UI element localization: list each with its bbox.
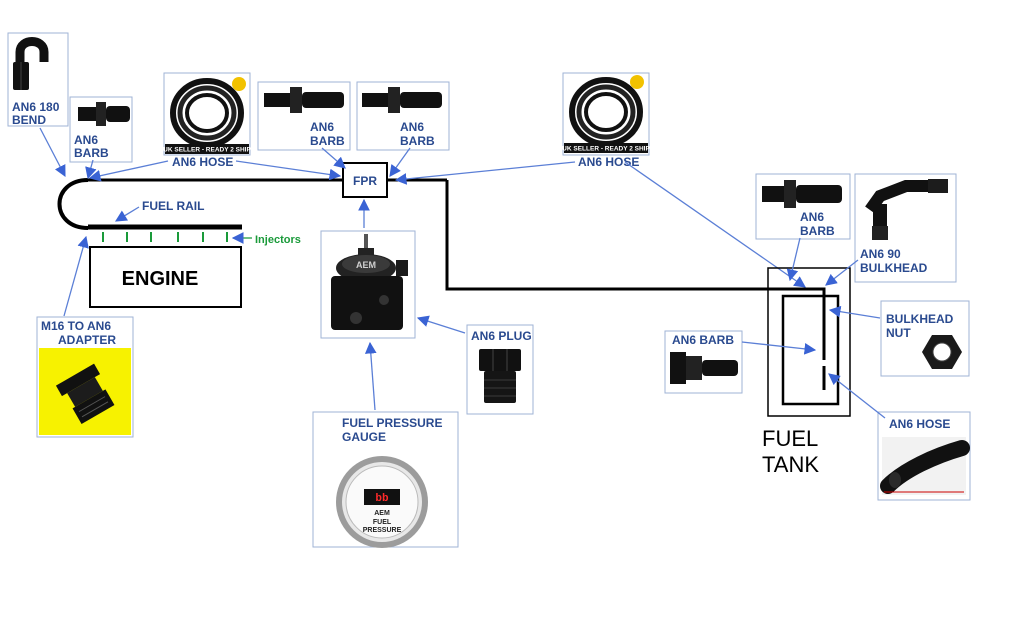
an6-barb-left-card: AN6 BARB bbox=[69, 96, 133, 180]
fuel-pressure-gauge-card: FUEL PRESSURE GAUGE bb AEM FUEL PRESSURE bbox=[312, 341, 459, 548]
svg-text:AN6 BARB: AN6 BARB bbox=[672, 333, 734, 347]
barb-fitting-icon bbox=[264, 87, 344, 113]
fuel-tank-group: FUEL TANK bbox=[762, 267, 851, 477]
fuel-lines: FPR bbox=[57, 162, 826, 360]
engine-box bbox=[89, 246, 242, 308]
tank-inner bbox=[781, 294, 840, 406]
hose-coil-icon: UK SELLER - READY 2 SHIP bbox=[562, 75, 650, 153]
svg-text:AN6 180: AN6 180 bbox=[12, 100, 60, 114]
an6-barb-tank-side-card: AN6 BARB bbox=[664, 330, 817, 394]
svg-text:AN6 HOSE: AN6 HOSE bbox=[578, 155, 639, 169]
barb-fitting-icon bbox=[670, 352, 738, 384]
svg-text:FUEL: FUEL bbox=[373, 519, 392, 526]
injectors-label: Injectors bbox=[255, 234, 301, 246]
fpr-photo-card: AEM bbox=[320, 198, 416, 339]
svg-text:BARB: BARB bbox=[800, 224, 835, 238]
svg-text:bb: bb bbox=[375, 493, 389, 505]
hex-nut-icon bbox=[922, 335, 962, 369]
an6-barb-tank-top-card: AN6 BARB bbox=[755, 173, 851, 282]
svg-text:AN6 PLUG: AN6 PLUG bbox=[471, 329, 532, 343]
svg-text:PRESSURE: PRESSURE bbox=[363, 527, 402, 534]
hose-section-icon bbox=[880, 437, 970, 495]
return-line-to-tank bbox=[445, 180, 826, 360]
engine-label: ENGINE bbox=[122, 268, 199, 290]
svg-text:BULKHEAD: BULKHEAD bbox=[860, 261, 928, 275]
svg-text:BULKHEAD: BULKHEAD bbox=[886, 312, 954, 326]
svg-text:ADAPTER: ADAPTER bbox=[58, 333, 116, 347]
svg-text:NUT: NUT bbox=[886, 326, 911, 340]
injector-marks bbox=[102, 232, 228, 242]
pressure-regulator-icon: AEM bbox=[331, 234, 408, 330]
hose-end-180-icon bbox=[13, 37, 49, 90]
plug-fitting-icon bbox=[479, 349, 521, 403]
svg-text:AN6: AN6 bbox=[800, 210, 824, 224]
tank-outer bbox=[767, 267, 851, 417]
svg-text:BARB: BARB bbox=[310, 134, 345, 148]
an6-plug-card: AN6 PLUG bbox=[416, 315, 534, 415]
svg-text:AN6 HOSE: AN6 HOSE bbox=[172, 155, 233, 169]
svg-text:AN6: AN6 bbox=[74, 133, 98, 147]
an6-hose-right-card: UK SELLER - READY 2 SHIP AN6 HOSE bbox=[394, 72, 806, 288]
svg-text:AN6 HOSE: AN6 HOSE bbox=[889, 417, 950, 431]
svg-text:UK SELLER - READY 2 SHIP: UK SELLER - READY 2 SHIP bbox=[163, 147, 251, 154]
svg-text:AN6 90: AN6 90 bbox=[860, 247, 901, 261]
hose-coil-icon: UK SELLER - READY 2 SHIP bbox=[163, 77, 251, 154]
fpr-box bbox=[342, 162, 388, 198]
an6-barb-mid2-card: AN6 BARB bbox=[356, 81, 450, 177]
fuel-tank-label-line1: FUEL bbox=[762, 426, 818, 451]
svg-text:UK SELLER - READY 2 SHIP: UK SELLER - READY 2 SHIP bbox=[562, 146, 650, 153]
bend-line bbox=[57, 178, 89, 230]
svg-text:AEM: AEM bbox=[356, 260, 376, 270]
fuel-tank-label-line2: TANK bbox=[762, 452, 819, 477]
barb-fitting-icon bbox=[762, 180, 842, 208]
svg-text:BARB: BARB bbox=[400, 134, 435, 148]
svg-text:AEM: AEM bbox=[374, 510, 390, 517]
elbow-fitting-icon bbox=[865, 179, 948, 240]
svg-text:GAUGE: GAUGE bbox=[342, 430, 386, 444]
svg-text:M16 TO AN6: M16 TO AN6 bbox=[41, 319, 111, 333]
svg-text:AN6: AN6 bbox=[400, 120, 424, 134]
engine-group: Injectors ENGINE FUEL RAIL bbox=[88, 199, 301, 308]
m16-adapter-card: M16 TO AN6 ADAPTER bbox=[36, 235, 134, 438]
svg-text:FUEL PRESSURE: FUEL PRESSURE bbox=[342, 416, 442, 430]
an6-hose-tank-card: AN6 HOSE bbox=[828, 373, 971, 501]
an6-barb-mid1-card: AN6 BARB bbox=[257, 81, 351, 169]
svg-text:AN6: AN6 bbox=[310, 120, 334, 134]
fuel-rail-label: FUEL RAIL bbox=[142, 199, 204, 213]
barb-fitting-icon bbox=[362, 87, 442, 113]
fpr-label: FPR bbox=[353, 174, 377, 188]
an6-180-bend-card: AN6 180 BEND bbox=[7, 32, 69, 178]
an6-hose-left-card: UK SELLER - READY 2 SHIP AN6 HOSE bbox=[88, 72, 342, 182]
bulkhead-nut-card: BULKHEAD NUT bbox=[828, 300, 970, 377]
an6-90-bulkhead-card: AN6 90 BULKHEAD bbox=[825, 173, 957, 286]
barb-fitting-icon bbox=[78, 102, 130, 126]
adapter-fitting-icon bbox=[55, 363, 115, 425]
pressure-gauge-icon: bb AEM FUEL PRESSURE bbox=[336, 456, 428, 548]
svg-text:BEND: BEND bbox=[12, 113, 46, 127]
svg-text:BARB: BARB bbox=[74, 146, 109, 160]
